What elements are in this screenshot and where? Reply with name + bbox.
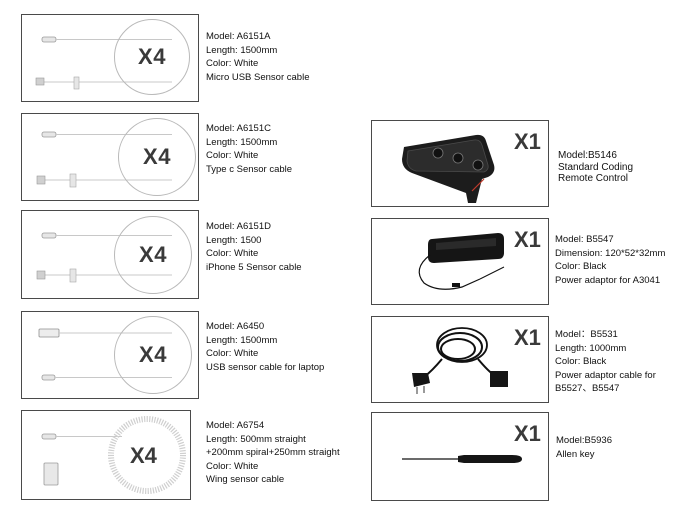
spec-line: Color: Black (555, 261, 607, 273)
spec-wing-cable: Model: A6754 Length: 500mm straight +200… (206, 419, 340, 487)
spec-line: Standard Coding (558, 161, 634, 173)
product-box-allen-key: X1 (371, 412, 549, 501)
spec-line: Color: Black (555, 356, 607, 368)
spec-line: Model: A6151A (206, 31, 271, 42)
quantity-circle: X4 (118, 118, 196, 196)
spec-remote-control: Model:B5146 Standard Coding Remote Contr… (558, 150, 633, 185)
spec-line: Model: B5547 (555, 234, 614, 245)
quantity-label: X4 (143, 144, 171, 169)
product-box-power-adaptor: X1 (371, 218, 549, 305)
spec-line: Model: A6450 (206, 321, 265, 332)
spec-line: Model: A6151C (206, 123, 271, 134)
spec-line: Length: 1500 (206, 234, 262, 246)
spec-line: Length: 500mm straight (206, 433, 306, 445)
product-box-micro-usb-cable: X4 (21, 14, 199, 102)
allen-key-image (402, 455, 522, 463)
spec-line: Color: White (206, 248, 259, 260)
spec-line: Dimension: 120*52*32mm (555, 247, 666, 259)
spec-line: Model:B5146 (558, 150, 617, 161)
product-box-remote-control: X1 (371, 120, 549, 207)
quantity-label: X1 (514, 325, 541, 350)
spec-allen-key: Model:B5936 Allen key (556, 434, 612, 461)
spec-power-adaptor: Model: B5547 Dimension: 120*52*32mm Colo… (555, 233, 665, 287)
spec-type-c-cable: Model: A6151C Length: 1500mm Color: Whit… (206, 122, 292, 176)
product-box-wing-cable: X4 (21, 410, 191, 500)
quantity-label: X4 (139, 342, 167, 367)
spec-power-cable: Model：B5531 Length: 1000mm Color: Black … (555, 328, 656, 396)
spec-line: Wing sensor cable (206, 474, 285, 486)
product-box-usb-laptop-cable: X4 (21, 311, 199, 399)
quantity-circle: X4 (114, 19, 190, 95)
spec-line: Micro USB Sensor cable (206, 71, 310, 83)
spec-line: Length: 1000mm (555, 342, 627, 354)
spec-line: Color: White (206, 348, 259, 360)
product-box-power-cable: X1 (371, 316, 549, 403)
spec-usb-laptop-cable: Model: A6450 Length: 1500mm Color: White… (206, 320, 324, 374)
spec-line: Color: White (206, 460, 259, 472)
spec-line: Model:B5936 (556, 435, 612, 446)
spec-line: +200mm spiral+250mm straight (206, 447, 340, 459)
spec-line: Remote Control (558, 173, 629, 184)
quantity-label: X1 (514, 129, 541, 154)
remote-control-image (402, 134, 495, 203)
quantity-circle: X4 (114, 316, 192, 394)
wing-cable-image (41, 416, 186, 494)
spec-line: Power adaptor for A3041 (555, 274, 661, 286)
spec-line: Length: 1500mm (206, 334, 278, 346)
spec-line: Model: A6754 (206, 420, 265, 431)
power-adaptor-image (418, 233, 505, 290)
spec-line: Allen key (556, 448, 595, 460)
quantity-label: X4 (130, 443, 157, 468)
spec-line: USB sensor cable for laptop (206, 361, 325, 373)
spec-line: Power adaptor cable for (555, 369, 656, 381)
power-cable-image (412, 327, 508, 394)
quantity-circle: X4 (114, 216, 192, 294)
spec-line: Type c Sensor cable (206, 163, 293, 175)
spec-line: Length: 1500mm (206, 136, 278, 148)
spec-line: Model: A6151D (206, 221, 271, 232)
quantity-label: X4 (139, 242, 167, 267)
spec-iphone5-cable: Model: A6151D Length: 1500 Color: White … (206, 220, 302, 274)
quantity-label: X1 (514, 227, 541, 252)
product-box-iphone5-cable: X4 (21, 210, 199, 299)
spec-line: Model：B5531 (555, 329, 618, 340)
spec-line: iPhone 5 Sensor cable (206, 261, 302, 273)
spec-line: Color: White (206, 150, 259, 162)
spec-line: B5527、B5547 (555, 383, 620, 395)
spec-line: Length: 1500mm (206, 44, 278, 56)
product-box-type-c-cable: X4 (21, 113, 199, 201)
spec-line: Color: White (206, 58, 259, 70)
spec-micro-usb-cable: Model: A6151A Length: 1500mm Color: Whit… (206, 30, 309, 84)
quantity-label: X1 (514, 421, 541, 446)
quantity-label: X4 (138, 44, 166, 69)
